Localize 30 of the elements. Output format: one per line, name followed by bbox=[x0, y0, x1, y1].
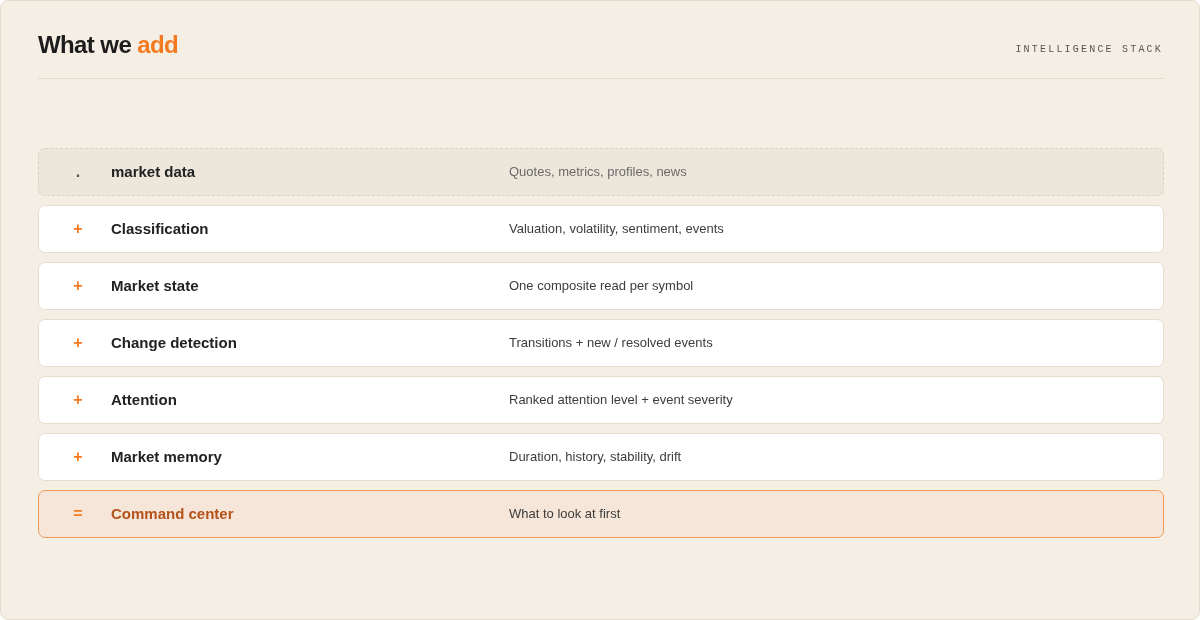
page-title: What we add bbox=[38, 30, 179, 60]
layer-row bbox=[38, 433, 1164, 481]
row-symbol: + bbox=[72, 390, 84, 410]
layer-description: What to look at first bbox=[509, 506, 621, 522]
layer-description: Valuation, volatility, sentiment, events bbox=[509, 221, 724, 237]
layer-title: Market state bbox=[111, 277, 199, 295]
layer-title: Change detection bbox=[111, 334, 237, 352]
layer-description: Duration, history, stability, drift bbox=[509, 449, 682, 465]
layer-row bbox=[38, 319, 1164, 367]
layer-title: market data bbox=[111, 163, 196, 181]
layer-row bbox=[38, 262, 1164, 310]
row-symbol: + bbox=[72, 219, 84, 239]
layer-title: Command center bbox=[111, 505, 234, 523]
row-symbol: + bbox=[72, 447, 84, 467]
layer-row bbox=[38, 205, 1164, 253]
section-tag: INTELLIGENCE STACK bbox=[1015, 44, 1163, 55]
layer-title: Classification bbox=[111, 220, 209, 238]
layer-row bbox=[38, 376, 1164, 424]
layer-row bbox=[38, 148, 1164, 196]
row-symbol: = bbox=[72, 504, 84, 524]
layer-description: Ranked attention level + event severity bbox=[509, 392, 733, 408]
row-symbol: + bbox=[72, 276, 84, 296]
layer-description: Quotes, metrics, profiles, news bbox=[509, 164, 687, 180]
layer-description: Transitions + new / resolved events bbox=[509, 335, 713, 351]
layer-row bbox=[38, 490, 1164, 538]
layer-description: One composite read per symbol bbox=[509, 278, 694, 294]
layer-title: Attention bbox=[111, 391, 177, 409]
row-symbol: . bbox=[74, 162, 82, 182]
row-symbol: + bbox=[72, 333, 84, 353]
layer-title: Market memory bbox=[111, 448, 222, 466]
